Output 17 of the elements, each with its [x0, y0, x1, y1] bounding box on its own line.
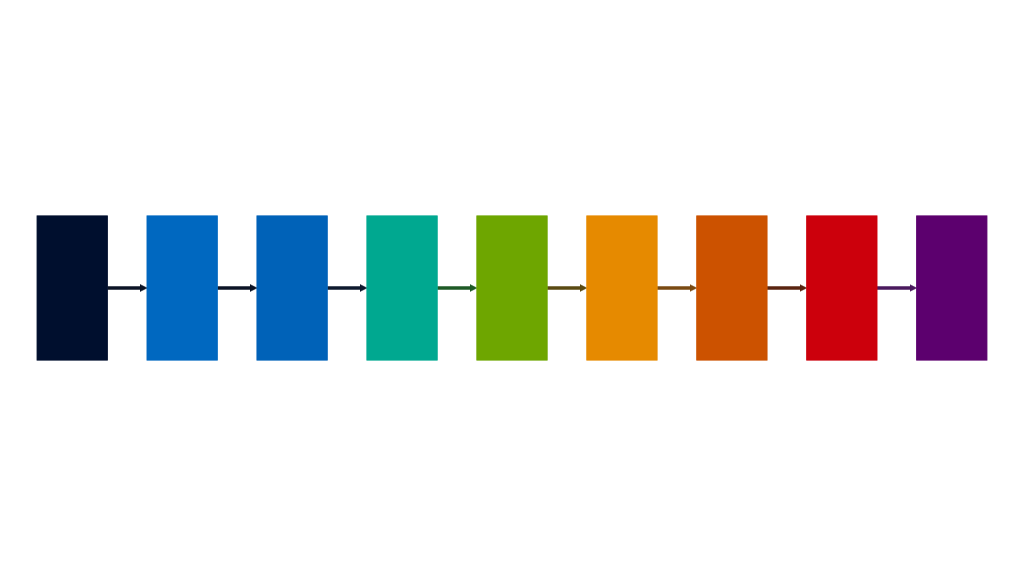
node-box: [146, 215, 218, 361]
node-box: [586, 215, 658, 361]
node-box: [366, 215, 438, 361]
node-box: [916, 215, 988, 361]
node-box: [696, 215, 768, 361]
node-box: [476, 215, 548, 361]
node-box: [36, 215, 108, 361]
arrow: [437, 284, 478, 292]
arrow: [767, 284, 807, 292]
arrow: [657, 284, 698, 292]
arrow: [327, 284, 368, 292]
arrow: [217, 284, 258, 292]
arrow: [877, 284, 917, 292]
arrow: [107, 284, 148, 292]
node-box: [806, 215, 878, 361]
node-box: [256, 215, 328, 361]
arrow: [547, 284, 588, 292]
